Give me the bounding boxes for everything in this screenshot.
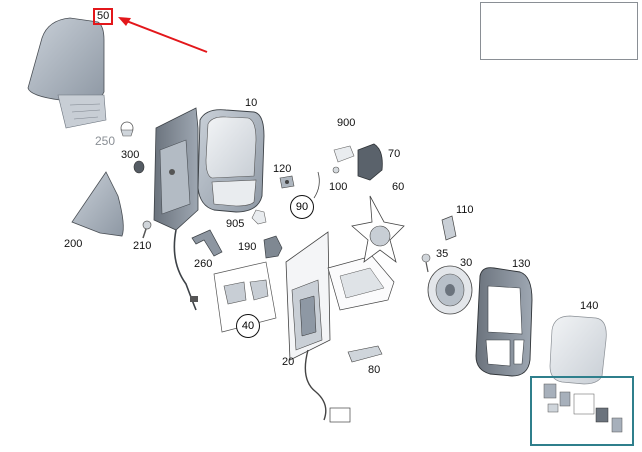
part-10-mirror-assembly	[153, 107, 265, 231]
part-label-130[interactable]: 130	[512, 258, 531, 270]
part-35-screw	[421, 253, 431, 273]
part-label-200[interactable]: 200	[64, 238, 83, 250]
part-label-905[interactable]: 905	[226, 218, 245, 230]
part-label-250[interactable]: 250	[95, 134, 116, 148]
part-label-110[interactable]: 110	[456, 204, 474, 216]
vehicle-thumbnail[interactable]	[480, 2, 638, 60]
part-210-screw	[142, 220, 152, 239]
mini-overview-thumbnail[interactable]	[530, 376, 634, 446]
mini-overview-drawing	[543, 383, 623, 433]
part-300-cap	[133, 160, 145, 174]
part-label-140[interactable]: 140	[580, 300, 599, 312]
part-label-30[interactable]: 30	[460, 257, 473, 269]
part-label-70[interactable]: 70	[388, 148, 401, 160]
mirror-frame-arm	[327, 255, 395, 311]
part-label-20[interactable]: 20	[282, 356, 295, 368]
part-120-clip	[279, 175, 295, 189]
part-200-triangle-cover	[71, 171, 124, 237]
part-80-connector	[347, 345, 383, 363]
part-905-pin	[251, 209, 267, 225]
group-90-label[interactable]: 90	[290, 195, 314, 219]
part-900-plug	[333, 145, 355, 163]
part-label-60[interactable]: 60	[392, 181, 405, 193]
part-label-35[interactable]: 35	[436, 248, 449, 260]
group-40-bracket-set	[213, 261, 277, 333]
group-40-label[interactable]: 40	[236, 314, 260, 338]
part-label-10[interactable]: 10	[245, 97, 258, 109]
part-100-pin	[332, 166, 340, 174]
part-label-300[interactable]: 300	[121, 149, 140, 161]
highlighted-part-50-label[interactable]: 50	[93, 8, 114, 25]
part-label-210[interactable]: 210	[133, 240, 152, 252]
part-260-bracket-and-cable	[173, 229, 223, 311]
part-label-900[interactable]: 900	[337, 117, 356, 129]
highlight-arrow	[123, 19, 208, 53]
part-label-120[interactable]: 120	[273, 163, 292, 175]
part-70-motor	[357, 143, 383, 181]
part-label-190[interactable]: 190	[238, 241, 257, 253]
part-label-80[interactable]: 80	[368, 364, 381, 376]
part-130-glass-frame	[475, 267, 533, 377]
part-label-100[interactable]: 100	[329, 181, 348, 193]
part-190-connector	[263, 235, 283, 259]
part-140-mirror-glass	[549, 315, 607, 385]
part-60-motor-star	[351, 195, 405, 264]
group-90-wire-part	[313, 171, 320, 199]
part-label-260[interactable]: 260	[194, 258, 213, 270]
part-50-housing-cover	[27, 17, 107, 129]
highlight-arrowhead	[118, 17, 131, 26]
part-20-carrier-plate	[285, 231, 351, 423]
part-250-clip	[120, 121, 134, 137]
part-110-bracket	[441, 215, 457, 241]
part-30-adjust-motor	[427, 265, 473, 315]
